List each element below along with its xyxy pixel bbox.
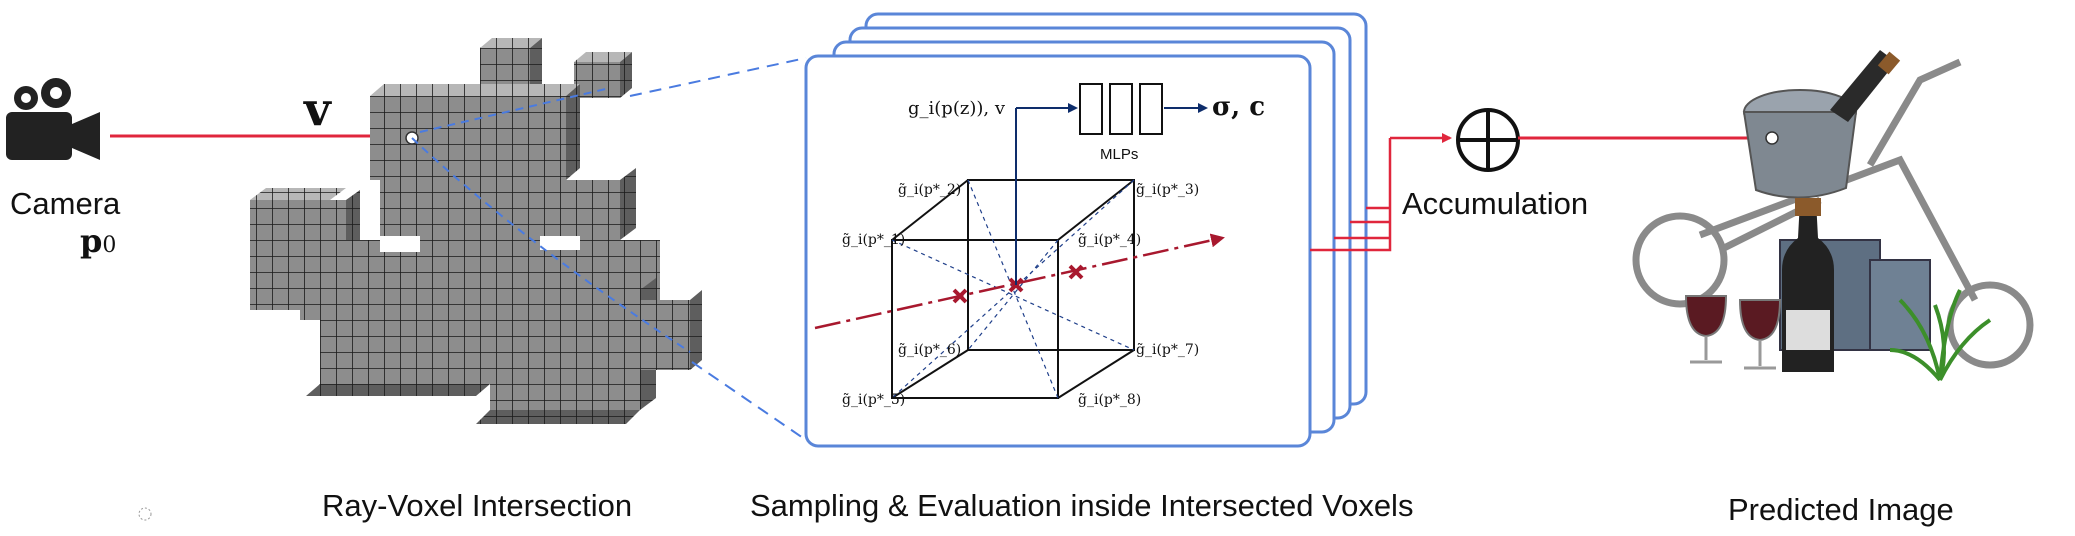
sample-ray (814, 233, 1225, 330)
camera-position-symbol: p (80, 222, 103, 260)
corner-label-2: g̃_i(p*_2) (898, 182, 962, 198)
camera-icon (6, 78, 100, 160)
corner-label-1: g̃_i(p*_1) (842, 232, 906, 248)
corner-label-7: g̃_i(p*_7) (1136, 342, 1200, 358)
ray-through-voxels (411, 137, 691, 353)
corner-label-6: g̃_i(p*_6) (898, 342, 962, 358)
mlp-input-label: g_i(p(z)), v (908, 98, 1005, 119)
zoom-line-top (629, 57, 807, 97)
corner-label-5: g̃_i(p*_5) (842, 392, 906, 408)
zoom-line-bottom (691, 361, 807, 441)
decorative-dot (138, 507, 152, 521)
caption-ray-voxel: Ray-Voxel Intersection (322, 488, 633, 523)
mlps-label: MLPs (1100, 146, 1139, 163)
corner-label-8: g̃_i(p*_8) (1078, 392, 1142, 408)
corner-label-4: g̃_i(p*_4) (1078, 232, 1142, 248)
accumulation-label: Accumulation (1402, 186, 1589, 221)
view-direction-label: v (304, 82, 331, 136)
accumulation-operator-icon (1456, 108, 1520, 172)
camera-position-label: p0 (80, 222, 116, 260)
corner-label-3: g̃_i(p*_3) (1136, 182, 1200, 198)
camera-label: Camera (10, 186, 121, 221)
predicted-image (1632, 50, 2034, 382)
mlp-blocks (1079, 83, 1163, 135)
voxel-grid (250, 38, 702, 424)
camera-position-subscript: 0 (102, 233, 117, 258)
caption-predicted: Predicted Image (1728, 492, 1954, 527)
caption-sampling: Sampling & Evaluation inside Intersected… (750, 488, 1414, 523)
mlp-output-label: σ, c (1212, 92, 1266, 122)
panel-output-lines (1310, 133, 1452, 252)
